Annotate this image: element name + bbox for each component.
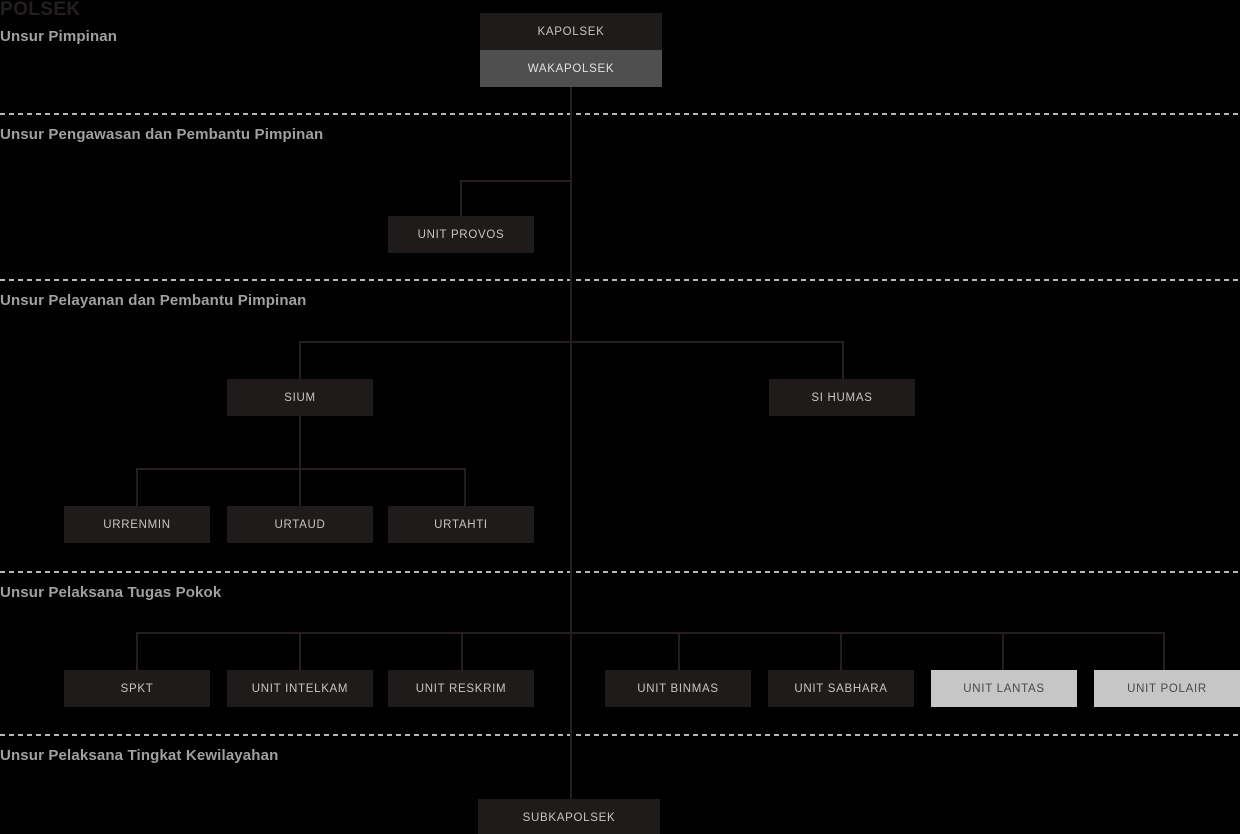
section-divider-2 [0, 279, 1240, 281]
node-sium[interactable]: SIUM [227, 379, 373, 416]
node-unit-binmas[interactable]: UNIT BINMAS [605, 670, 751, 707]
connector-sium-to-ur-bus [299, 416, 301, 468]
connector-reskrim-drop [461, 632, 463, 670]
connector-spkt-drop [136, 632, 138, 670]
section-label-unsur-pelayanan: Unsur Pelayanan dan Pembantu Pimpinan [0, 292, 307, 309]
connector-sihumas-drop [842, 341, 844, 379]
connector-binmas-drop [678, 632, 680, 670]
node-unit-polair[interactable]: UNIT POLAIR [1094, 670, 1240, 707]
section-label-unsur-pimpinan: Unsur Pimpinan [0, 28, 118, 45]
section-divider-3 [0, 571, 1240, 573]
node-wakapolsek[interactable]: WAKAPOLSEK [480, 50, 662, 87]
node-si-humas[interactable]: SI HUMAS [769, 379, 915, 416]
page-title: POLSEK [0, 0, 81, 20]
node-urtaud[interactable]: URTAUD [227, 506, 373, 543]
connector-urrenmin-drop [136, 468, 138, 506]
section-divider-4 [0, 734, 1240, 736]
connector-intelkam-drop [299, 632, 301, 670]
connector-pelaksana-bus [136, 632, 1164, 634]
node-kapolsek[interactable]: KAPOLSEK [480, 13, 662, 50]
node-urrenmin[interactable]: URRENMIN [64, 506, 210, 543]
node-spkt[interactable]: SPKT [64, 670, 210, 707]
section-label-unsur-pelaksana-tugas-pokok: Unsur Pelaksana Tugas Pokok [0, 584, 222, 601]
node-unit-reskrim[interactable]: UNIT RESKRIM [388, 670, 534, 707]
connector-main-trunk [570, 86, 572, 800]
connector-ur-bus [136, 468, 466, 470]
connector-provos-drop [460, 180, 462, 216]
connector-urtaud-drop [299, 468, 301, 506]
node-unit-provos[interactable]: UNIT PROVOS [388, 216, 534, 253]
connector-polair-drop [1163, 632, 1165, 670]
connector-lantas-drop [1002, 632, 1004, 670]
node-urtahti[interactable]: URTAHTI [388, 506, 534, 543]
connector-pelayanan-bus [299, 341, 844, 343]
section-divider-1 [0, 113, 1240, 115]
node-subkapolsek[interactable]: SUBKAPOLSEK [478, 799, 660, 834]
connector-sabhara-drop [840, 632, 842, 670]
connector-sium-drop [299, 341, 301, 379]
connector-urtahti-drop [464, 468, 466, 506]
section-label-unsur-pelaksana-kewilayahan: Unsur Pelaksana Tingkat Kewilayahan [0, 747, 279, 764]
section-label-unsur-pengawasan: Unsur Pengawasan dan Pembantu Pimpinan [0, 126, 324, 143]
node-unit-intelkam[interactable]: UNIT INTELKAM [227, 670, 373, 707]
connector-provos-horizontal [460, 180, 572, 182]
node-unit-sabhara[interactable]: UNIT SABHARA [768, 670, 914, 707]
node-unit-lantas[interactable]: UNIT LANTAS [931, 670, 1077, 707]
